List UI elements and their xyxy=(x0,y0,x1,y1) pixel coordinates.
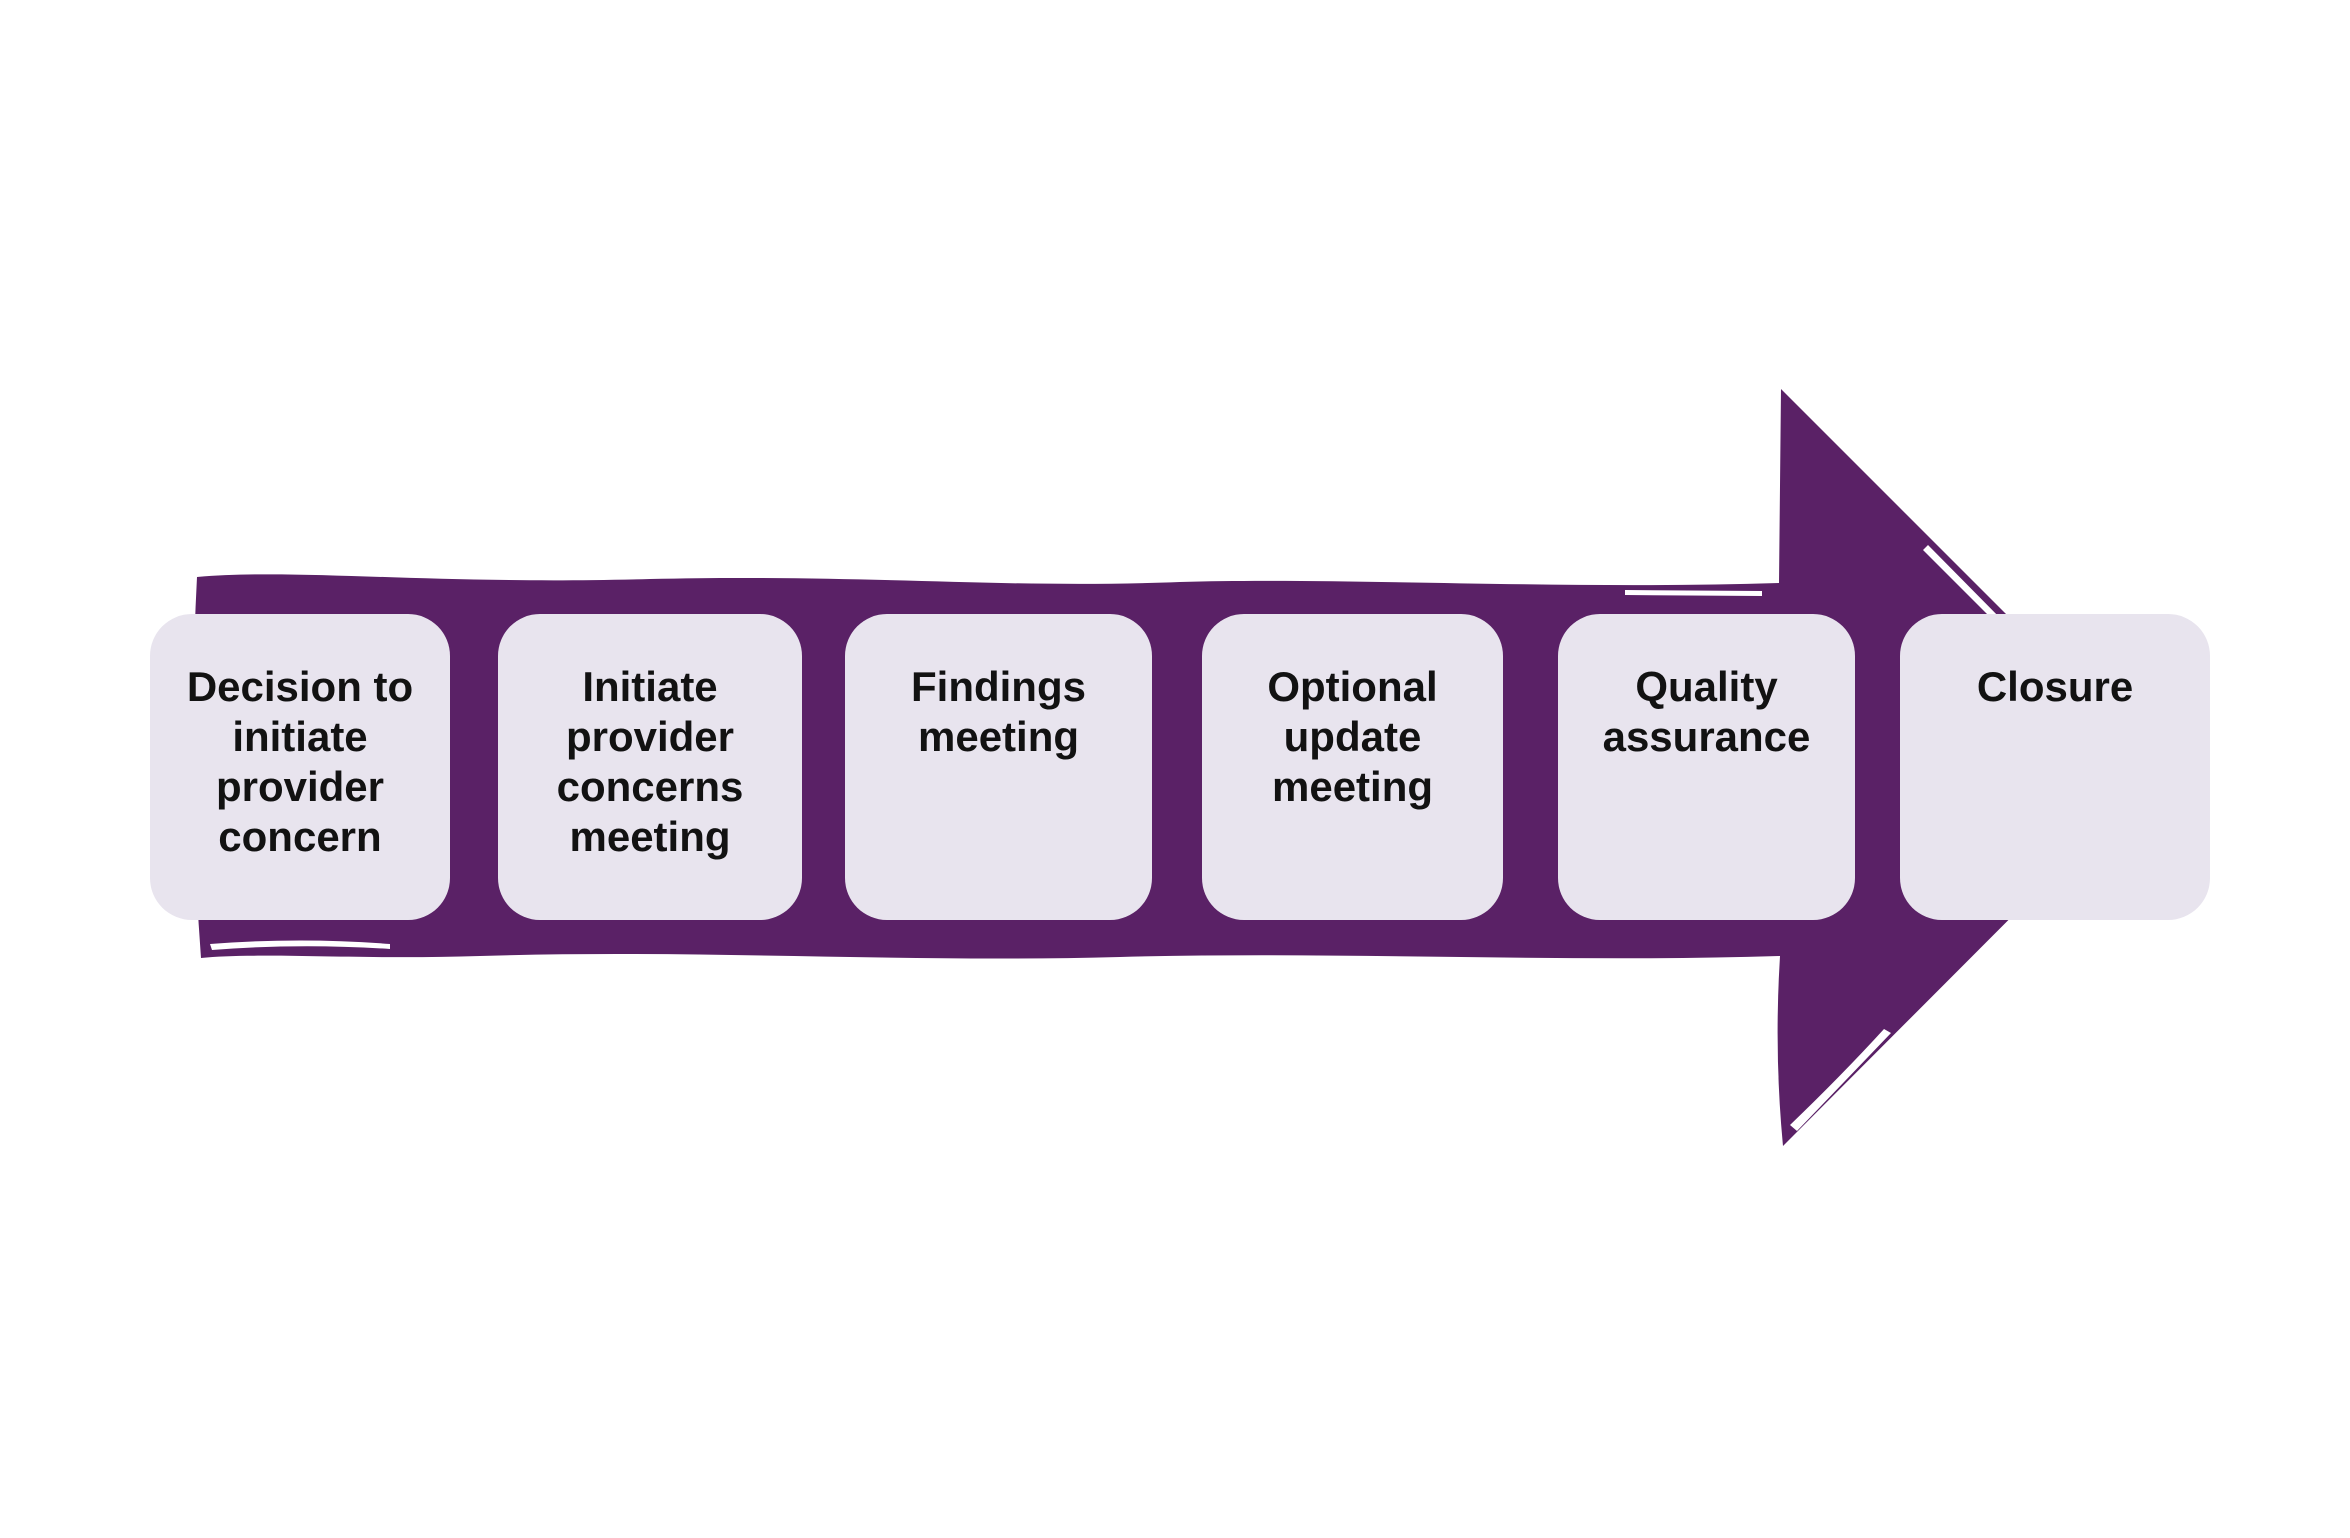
step-label: Quality assurance xyxy=(1602,663,1811,760)
step-box-closure: Closure xyxy=(1900,614,2210,920)
step-box-optional-update: Optional update meeting xyxy=(1202,614,1503,920)
arrow-body xyxy=(192,389,2160,1146)
step-box-findings: Findings meeting xyxy=(845,614,1152,920)
step-label: Findings meeting xyxy=(911,663,1086,760)
step-box-decision: Decision to initiate provider concern xyxy=(150,614,450,920)
step-box-quality: Quality assurance xyxy=(1558,614,1855,920)
step-label: Closure xyxy=(1976,663,2134,710)
step-box-initiate-meeting: Initiate provider concerns meeting xyxy=(498,614,802,920)
step-label: Decision to initiate provider concern xyxy=(186,663,414,860)
step-label: Initiate provider concerns meeting xyxy=(556,663,744,860)
step-label: Optional update meeting xyxy=(1267,663,1438,810)
